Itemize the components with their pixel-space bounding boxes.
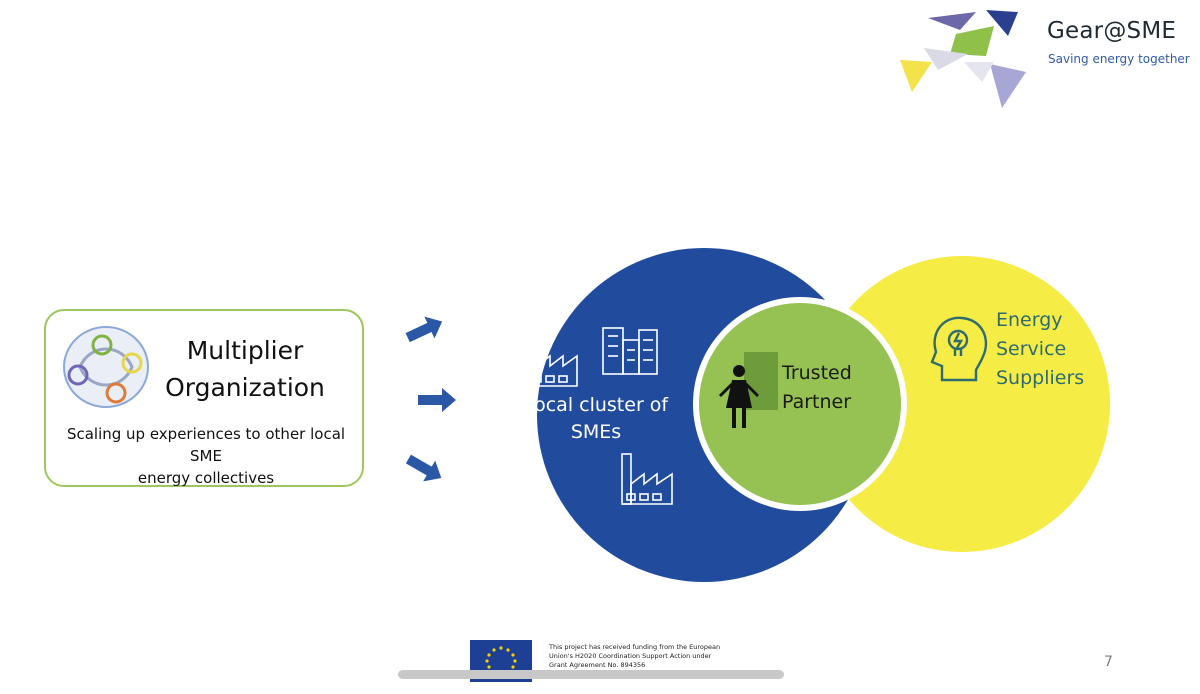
lightbulb-head-icon [930,316,988,382]
factory-icon [621,453,673,505]
arrow-down-icon [405,454,442,482]
brand-name: Gear@SME [1047,18,1177,44]
page-number: 7 [1104,654,1113,670]
brand-tagline: Saving energy together [1048,52,1190,66]
energy-suppliers-label: Energy Service Suppliers [996,306,1116,393]
trusted-partner-label-line2: Partner [782,391,852,413]
funding-line1: This project has received funding from t… [549,643,721,651]
factory-icon [527,335,578,387]
local-cluster-label-line1: Local cluster of [523,394,669,416]
energy-suppliers-label-line2: Service [996,338,1067,360]
person-icon [718,352,778,428]
buildings-icon [602,327,658,375]
gear-sme-logo [900,10,1026,108]
multiplier-description: Scaling up experiences to other local SM… [50,423,362,489]
energy-suppliers-label-line1: Energy [996,309,1063,331]
trusted-partner-label-line1: Trusted [782,362,852,384]
multiplier-title-line1: Multiplier [186,336,304,365]
arrow-right-icon [418,388,456,412]
funding-statement: This project has received funding from t… [549,643,749,670]
funding-line2: Union's H2020 Coordination Support Actio… [549,652,712,660]
funding-line3: Grant Agreement No. 894356 [549,661,646,669]
network-icon [63,326,149,408]
horizontal-scrollbar[interactable] [398,670,784,679]
trusted-partner-label: Trusted Partner [782,359,872,417]
multiplier-title-line2: Organization [165,373,325,402]
local-cluster-label-line2: SMEs [570,421,622,443]
energy-suppliers-label-line3: Suppliers [996,367,1085,389]
multiplier-description-line2: energy collectives [137,469,275,487]
arrow-up-icon [405,316,443,343]
local-cluster-label: Local cluster of SMEs [512,392,680,446]
energy-suppliers-circle [814,256,1110,552]
multiplier-title: Multiplier Organization [150,332,340,406]
multiplier-description-line1: Scaling up experiences to other local SM… [66,425,346,465]
